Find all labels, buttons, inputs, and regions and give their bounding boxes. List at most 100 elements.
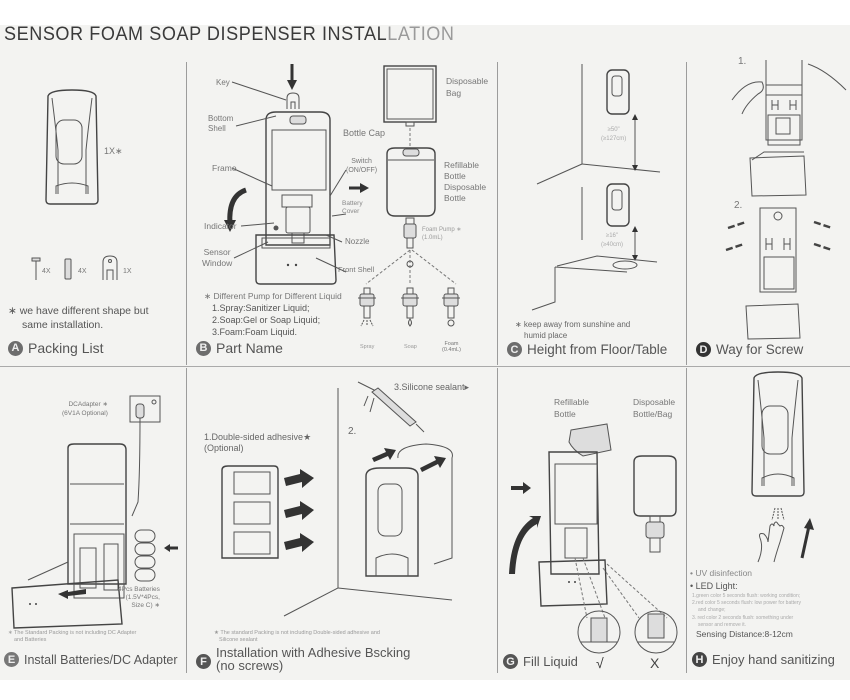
note-line: ∗ The Standard Packing is not including … bbox=[8, 630, 137, 636]
screw-quantity: 4X bbox=[42, 268, 51, 275]
label-line: (1.0mL) bbox=[422, 235, 443, 241]
label-line: Disposable bbox=[633, 397, 676, 407]
caption-text-block: Installation with Adhesive Bscking (no s… bbox=[216, 646, 410, 672]
foam-pump-illustration bbox=[403, 217, 417, 249]
caption-text: Install Batteries/DC Adapter bbox=[24, 652, 178, 667]
label-spray: Spray bbox=[360, 344, 375, 350]
label-switch: Switch (ON/OFF) bbox=[346, 157, 377, 175]
divider bbox=[686, 62, 687, 365]
rotate-arrow-icon bbox=[224, 187, 247, 232]
panel-part-name: Key Bottom Shell Frame Indicator Sensor … bbox=[186, 60, 497, 365]
panel-height: ≥50" (≥127cm) ≥16" (≥40cm) ∗ keep away f… bbox=[497, 60, 686, 365]
label-line: (6V1A Optional) bbox=[62, 410, 108, 417]
step-badge: H bbox=[692, 652, 707, 667]
label-sensor-window: Sensor Window bbox=[202, 247, 232, 269]
led-item: and change; bbox=[698, 607, 726, 614]
key-icon bbox=[102, 255, 118, 280]
correct-install-detail bbox=[577, 610, 621, 654]
step-badge: A bbox=[8, 340, 23, 356]
step-number: 2. bbox=[734, 200, 743, 211]
label-line: ≥16" bbox=[605, 233, 619, 239]
uv-feature: • UV disinfection bbox=[690, 568, 753, 578]
led-item: 2.red color 5 seconds flush: low power f… bbox=[692, 600, 801, 607]
label-line: Battery bbox=[342, 200, 363, 207]
label-line: (ON/OFF) bbox=[346, 167, 378, 174]
pump-note: ∗ Different Pump for Different Liquid 1.… bbox=[204, 290, 342, 338]
label-line: Disposable bbox=[444, 182, 487, 192]
label-line: Bottle bbox=[444, 193, 466, 203]
led-title: • LED Light: bbox=[690, 581, 738, 591]
divider bbox=[497, 62, 498, 365]
label-line: Refillable bbox=[444, 160, 479, 170]
disposable-bottle-illustration bbox=[633, 455, 677, 553]
title-fade: LATION bbox=[387, 24, 455, 45]
step3-label: 3.Silicone sealant▸ bbox=[394, 382, 470, 392]
panel-screw: 1. 2. D Way for Screw bbox=[686, 56, 850, 365]
pump-connector-lines bbox=[365, 249, 457, 285]
right-arrow-icon bbox=[349, 183, 369, 193]
pump-list-item: 2.Soap:Gel or Soap Liquid; bbox=[212, 315, 321, 325]
note-line: ∗ Different Pump for Different Liquid bbox=[204, 291, 342, 301]
dispenser-illustration bbox=[45, 89, 99, 205]
caption-text: Installation with Adhesive Bscking bbox=[216, 645, 411, 660]
label-line: Foam bbox=[444, 341, 459, 347]
label-line: Sensor bbox=[203, 247, 231, 257]
wall-anchor-icon bbox=[64, 258, 72, 280]
label-line: 1.Double-sided adhesive★ bbox=[204, 432, 312, 442]
label-line: (0.4mL) bbox=[442, 347, 461, 353]
screw-icon bbox=[31, 257, 41, 280]
label-disposable-bag: Disposable Bag bbox=[446, 75, 488, 99]
packing-note: ∗ we have different shape but same insta… bbox=[8, 304, 149, 332]
adhesive-note: ★ The standard Packing is not including … bbox=[214, 630, 380, 644]
step-caption: C Height from Floor/Table bbox=[507, 342, 667, 357]
led-item: 3. red color 2 seconds flush: something … bbox=[692, 614, 794, 621]
panel-fill-liquid: Refillable Bottle Disposable Bottle/Bag … bbox=[497, 368, 686, 673]
anchor-quantity: 4X bbox=[78, 268, 87, 275]
label-line: (≥40cm) bbox=[601, 242, 623, 248]
label-front-shell: Front Shell bbox=[338, 265, 375, 274]
step-caption: E Install Batteries/DC Adapter bbox=[4, 652, 178, 667]
label-line: 4Pcs Batteries bbox=[118, 586, 160, 593]
note-line: and Batteries bbox=[14, 636, 47, 643]
dispenser-mounted-illustration bbox=[365, 443, 453, 577]
caption-text: (no screws) bbox=[216, 658, 284, 673]
adhesive-back-illustration bbox=[221, 465, 314, 559]
step-caption: D Way for Screw bbox=[696, 342, 803, 357]
dispenser-front-illustration bbox=[751, 371, 805, 497]
label-line: Bottom bbox=[208, 114, 234, 123]
divider bbox=[497, 368, 498, 673]
up-arrow-icon bbox=[800, 518, 814, 559]
left-arrow-icon bbox=[164, 544, 178, 552]
wrong-mark: X bbox=[650, 655, 660, 671]
led-list: 1.green color 5 seconds flush: working c… bbox=[692, 593, 801, 629]
label-line: Shell bbox=[208, 124, 226, 133]
label-line: Bottle bbox=[444, 171, 466, 181]
wall-corner-lines bbox=[283, 388, 453, 617]
zoom-connector-lines bbox=[574, 557, 668, 619]
label-line: Refillable bbox=[554, 397, 589, 407]
batteries-label: 4Pcs Batteries (1.5V*4Pcs, Size C) ∗ bbox=[118, 586, 160, 610]
floor-height-label: ≥50" (≥127cm) bbox=[601, 126, 626, 144]
adapter-label: DCAdapter ∗ (6V1A Optional) bbox=[62, 400, 108, 418]
step2-label: 2. bbox=[348, 426, 357, 437]
label-line: ≥50" bbox=[607, 127, 620, 133]
open-dispenser-illustration bbox=[255, 111, 337, 285]
pump-list-item: 3.Foam:Foam Liquid. bbox=[212, 327, 298, 337]
page-title: SENSOR FOAM SOAP DISPENSER INSTALLATION bbox=[4, 24, 455, 46]
label-line: Cover bbox=[342, 208, 360, 215]
led-item: 1.green color 5 seconds flush: working c… bbox=[692, 593, 801, 599]
caption-text: Packing List bbox=[28, 340, 104, 356]
dispenser-battery-illustration bbox=[11, 443, 127, 629]
label-line: Bottle/Bag bbox=[633, 409, 673, 419]
note-line: ∗ keep away from sunshine and bbox=[515, 320, 631, 329]
hand-icon bbox=[757, 521, 785, 563]
spray-icon bbox=[771, 507, 785, 521]
panel-batteries: DCAdapter ∗ (6V1A Optional) 4Pcs Batteri… bbox=[0, 368, 186, 673]
caption-text: Part Name bbox=[216, 340, 283, 356]
sensing-distance: Sensing Distance:8-12cm bbox=[696, 629, 793, 639]
pump-list-item: 1.Spray:Sanitizer Liquid; bbox=[212, 303, 310, 313]
note-line: humid place bbox=[524, 331, 568, 340]
label-line: (Optional) bbox=[204, 443, 244, 453]
note-line: ∗ we have different shape but bbox=[8, 305, 149, 317]
bottle-illustration bbox=[386, 147, 436, 217]
